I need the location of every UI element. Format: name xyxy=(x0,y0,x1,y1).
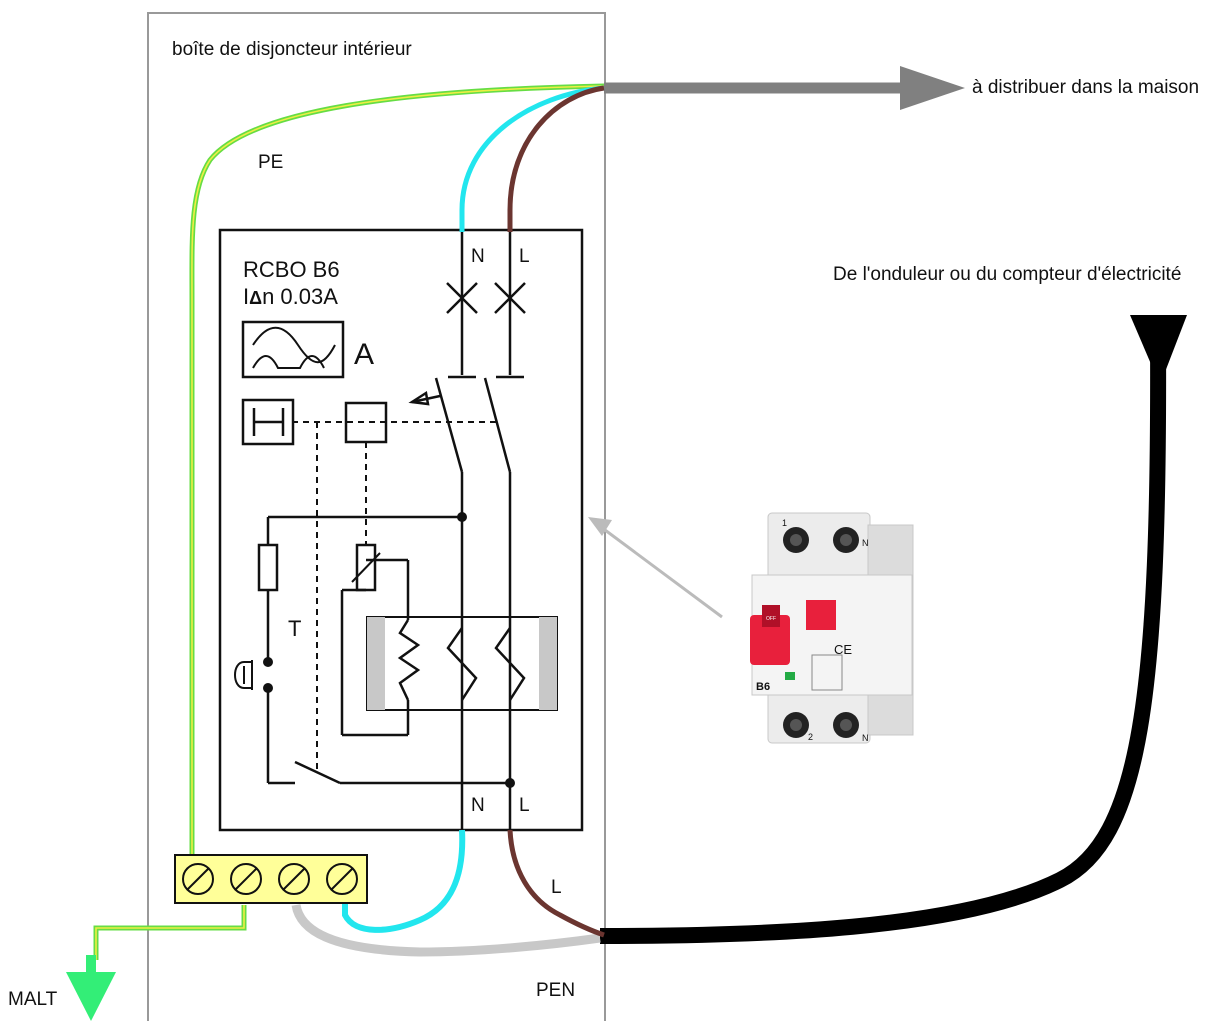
contact-dot xyxy=(263,657,273,667)
terminal-screws xyxy=(182,863,358,895)
line-wire-bottom xyxy=(507,829,605,938)
product-terminal-n-top: N xyxy=(862,538,869,548)
neutral-wire-top xyxy=(459,85,605,232)
sensitivity-label: IΔn 0.03A xyxy=(243,284,338,309)
pointer-arrow xyxy=(604,528,723,619)
terminal-screw xyxy=(182,863,214,895)
product-terminal-1: 1 xyxy=(782,518,787,528)
neutral-wire-bottom xyxy=(342,829,466,933)
terminal-screw xyxy=(278,863,310,895)
contact-dot xyxy=(263,683,273,693)
device-handle xyxy=(750,615,790,665)
source-cable xyxy=(599,329,1167,944)
terminal-block xyxy=(174,854,368,904)
rcbo-device-picture xyxy=(750,512,914,744)
n-bottom-label: N xyxy=(471,795,485,816)
pen-wire xyxy=(291,903,601,957)
line-wire-top xyxy=(507,85,605,232)
pe-label: PE xyxy=(258,152,283,173)
earth-arrow xyxy=(66,972,116,1021)
l-bottom-label: L xyxy=(519,795,530,816)
test-t-label: T xyxy=(288,616,301,641)
product-ce-mark: CE xyxy=(834,642,852,657)
type-a-label: A xyxy=(354,338,374,371)
source-label: De l'onduleur ou du compteur d'électrici… xyxy=(833,264,1181,285)
distribution-arrow-head xyxy=(900,66,965,110)
rcbo-schematic-frame xyxy=(218,228,584,832)
pen-label: PEN xyxy=(536,980,575,1001)
terminal-screw xyxy=(230,863,262,895)
junction-dot xyxy=(505,778,515,788)
earth-wire xyxy=(93,905,247,960)
product-terminal-n-bottom: N xyxy=(862,733,869,743)
product-terminal-2: 2 xyxy=(808,732,813,742)
device-test-button xyxy=(806,600,836,630)
junction-dot xyxy=(457,512,467,522)
product-handle-text: OFF xyxy=(766,616,776,622)
terminal-screw xyxy=(326,863,358,895)
product-rating: B6 xyxy=(756,681,770,693)
l-cable-label: L xyxy=(551,877,562,898)
breaker-box-outline xyxy=(147,12,606,1021)
l-top-label: L xyxy=(519,246,530,267)
breaker-name: RCBO B6 xyxy=(243,257,340,282)
distribute-label: à distribuer dans la maison xyxy=(972,77,1199,98)
n-top-label: N xyxy=(471,246,485,267)
rcbo-schematic xyxy=(234,232,558,830)
malt-label: MALT xyxy=(8,989,58,1010)
source-cable-head xyxy=(1130,315,1187,385)
box-title: boîte de disjoncteur intérieur xyxy=(172,39,412,60)
